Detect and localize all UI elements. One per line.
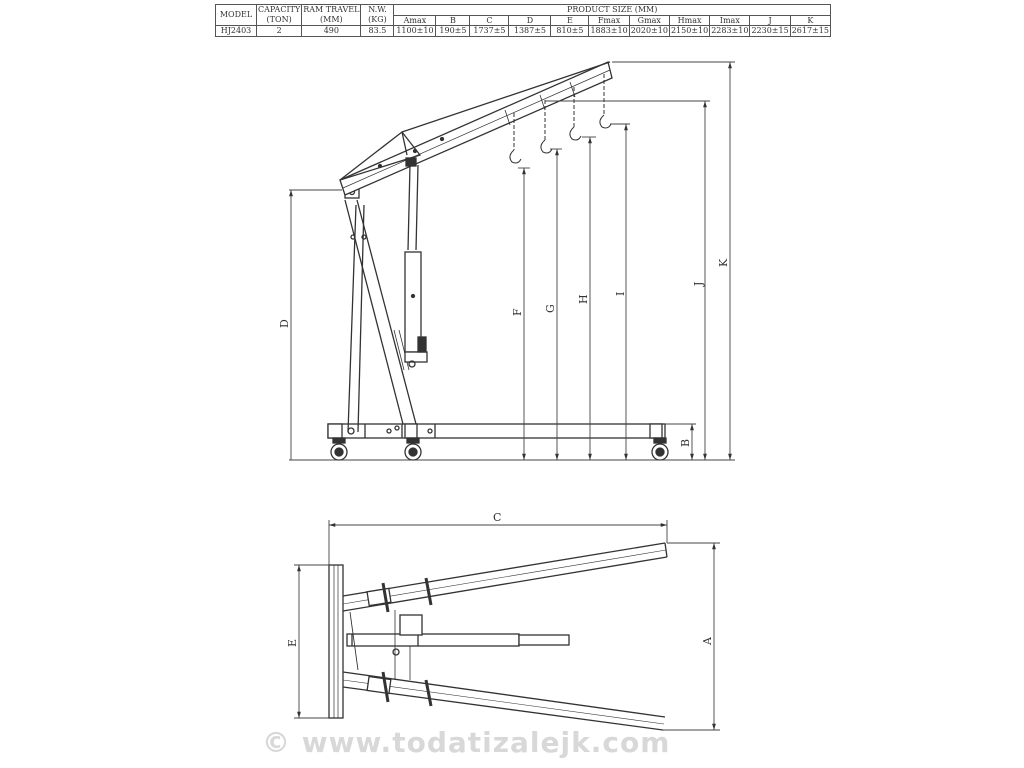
side-view-dimensions [289, 61, 735, 461]
caster-wheels [330, 437, 669, 461]
boom-arm [339, 61, 613, 196]
cell-size-c: 1737±5 [469, 25, 510, 37]
mast [347, 204, 365, 435]
chain-hooks [509, 74, 612, 164]
dim-label-g: G [544, 304, 557, 313]
spec-table: MODEL CAPACITY(TON) RAM TRAVEL(MM) N.W.(… [215, 4, 831, 37]
cell-capacity: 2 [255, 25, 303, 37]
top-view [328, 542, 668, 731]
dim-label-b: B [679, 439, 692, 447]
dim-label-c: C [493, 511, 501, 524]
base-beam [327, 423, 666, 439]
hydraulic-ram [404, 164, 428, 368]
diagonal-brace [344, 185, 417, 425]
side-view-labels: D F G H I J K B [278, 258, 730, 447]
upper-leg [342, 542, 668, 613]
lower-leg [342, 671, 666, 731]
cell-size-imax: 2283±10 [709, 25, 751, 37]
side-view [327, 61, 669, 461]
cell-size-k: 2617±15 [789, 25, 831, 37]
cell-size-d: 1387±5 [508, 25, 552, 37]
table-row: HJ2403 2 490 83.5 1100±10 190±5 1737±5 1… [215, 25, 831, 37]
dim-label-h: H [577, 294, 590, 304]
watermark-text: © www.todatizalejk.com [262, 726, 670, 759]
dim-label-d: D [278, 319, 291, 328]
rear-crossbar [328, 564, 344, 719]
dim-label-a: A [701, 636, 714, 646]
dim-label-j: J [692, 282, 705, 287]
top-view-dimensions [294, 520, 720, 731]
dim-label-f: F [511, 308, 524, 316]
cell-ram-travel: 490 [301, 25, 362, 37]
boom-top-view [346, 610, 570, 680]
cell-nw: 83.5 [360, 25, 395, 37]
dim-label-i: I [614, 292, 627, 296]
dim-label-k: K [717, 258, 730, 267]
top-view-labels: C E A [286, 511, 714, 647]
dim-label-e: E [286, 639, 299, 647]
cell-size-j: 2230±15 [749, 25, 791, 37]
